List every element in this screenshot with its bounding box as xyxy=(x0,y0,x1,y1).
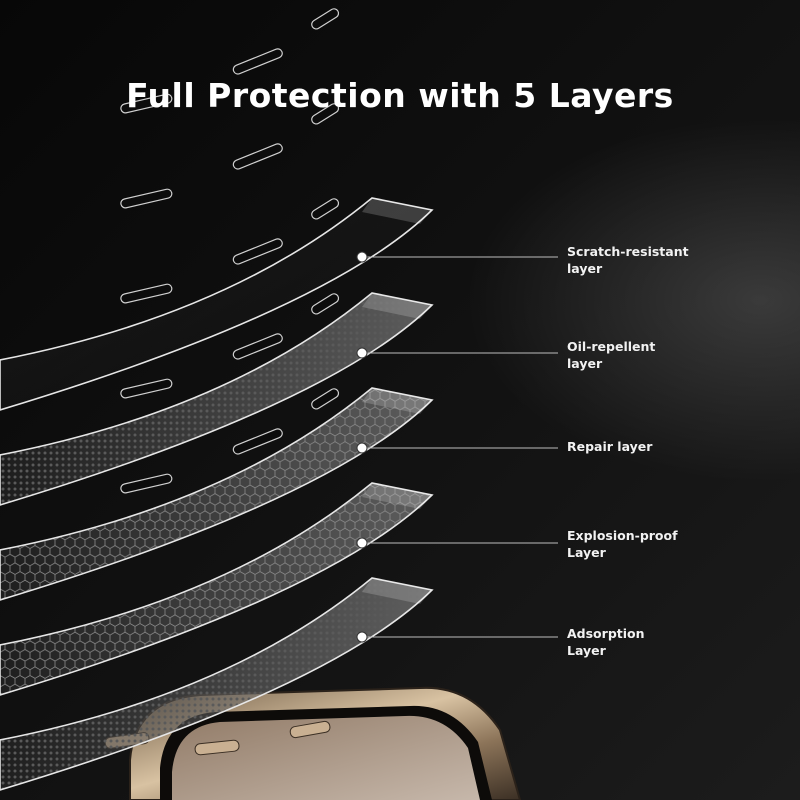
headline: Full Protection with 5 Layers xyxy=(126,76,674,115)
cutout-slot xyxy=(232,333,283,360)
cutout-slot xyxy=(120,283,173,304)
marker-dot xyxy=(356,537,368,549)
layer-strip-4 xyxy=(0,293,434,696)
layer-strip-3 xyxy=(0,198,434,601)
cutout-slot xyxy=(232,428,283,455)
layer-strip-2 xyxy=(0,103,434,506)
marker-dot xyxy=(356,631,368,643)
cutout-slot xyxy=(311,8,340,30)
marker-dot xyxy=(356,251,368,263)
cutout-slot xyxy=(120,378,173,399)
cutout-slot xyxy=(120,473,173,494)
label-oil-repellent-layer: Oil-repellent layer xyxy=(567,339,656,371)
cutout-slot xyxy=(311,198,340,220)
marker-dot xyxy=(356,347,368,359)
cutout-slot xyxy=(232,143,283,170)
label-adsorption-layer: Adsorption Layer xyxy=(567,626,645,658)
label-explosion-proof-layer: Explosion-proof Layer xyxy=(567,528,678,560)
cutout-slot xyxy=(120,188,173,209)
cutout-slot xyxy=(232,48,283,75)
cutout-slot xyxy=(120,93,173,114)
marker-dot xyxy=(356,442,368,454)
phone-corner xyxy=(104,686,522,800)
cutout-slot xyxy=(232,238,283,265)
layer-strip-5 xyxy=(0,388,434,791)
cutout-slot xyxy=(311,293,340,315)
cutout-slot xyxy=(311,103,340,125)
label-scratch-resistant-layer: Scratch-resistant layer xyxy=(567,244,689,276)
cutout-slot xyxy=(311,388,340,410)
label-repair-layer: Repair layer xyxy=(567,439,653,454)
layer-strip-1 xyxy=(0,8,434,411)
